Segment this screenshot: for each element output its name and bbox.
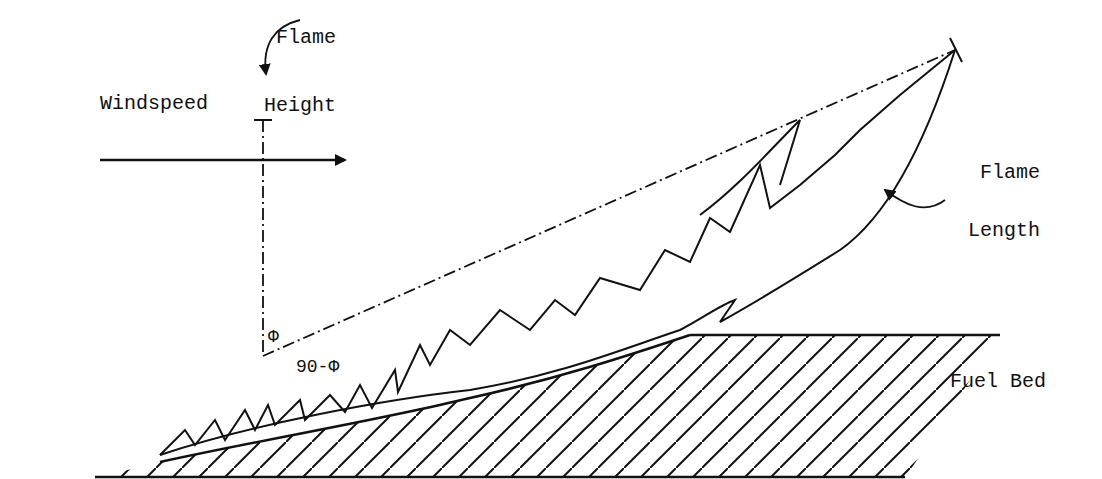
fuel-bed-label: Fuel Bed — [950, 370, 1070, 394]
dimension-label: Flame Length — [948, 144, 1040, 260]
dimension-label: Flame Height — [252, 4, 336, 140]
flame-length-line — [263, 50, 955, 356]
wind-label: Windspeed — [100, 92, 260, 116]
fuel-bed-hatching — [90, 330, 1010, 479]
leader-line — [885, 190, 945, 207]
angle-label: Φ — [268, 326, 288, 348]
ground-line — [95, 476, 905, 479]
fuel-bed-top — [690, 334, 1000, 337]
flame-tongue — [700, 120, 800, 215]
dimension-tick — [254, 119, 272, 121]
dimension-tick — [950, 38, 962, 62]
wind-arrow — [100, 159, 345, 162]
flame-height-line — [262, 120, 264, 356]
angle-label: 90-Φ — [296, 356, 366, 378]
